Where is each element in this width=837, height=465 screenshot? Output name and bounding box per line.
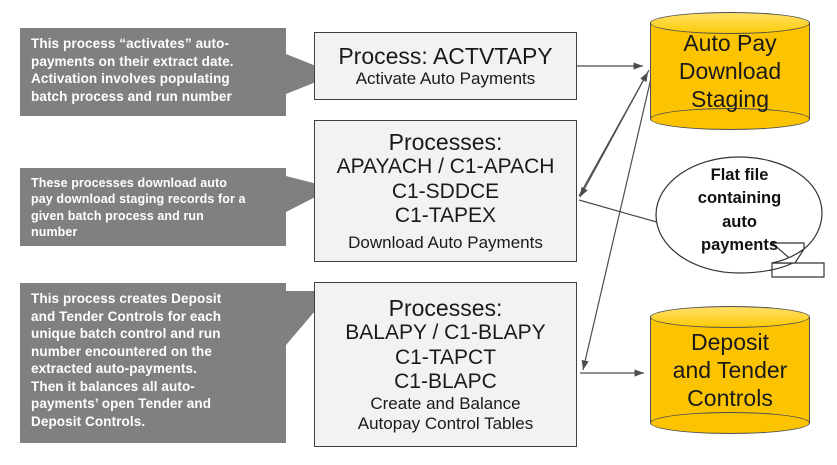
flat-file-line: containing [697,189,782,208]
datastore-line: and Tender [672,356,788,383]
callout-balance-note: This process creates Deposit and Tender … [20,283,332,443]
callout-line: and Tender Controls for each [31,308,222,324]
process-box-header: Processes: [388,294,503,321]
cylinder-bottom [650,108,810,130]
arrow-staging-to-download [579,69,650,198]
callout-line: pay download staging records for a [31,192,246,207]
datastore-line: Staging [690,86,769,113]
process-code: APAYACH / C1-APACH [336,155,555,179]
flat-file-line: Flat file [710,165,769,184]
process-box-header: Processes: [388,128,503,155]
datastore-line: Auto Pay [683,29,777,56]
process-box-download-auto-payments[interactable]: Processes: APAYACH / C1-APACH C1-SDDCE C… [314,120,577,262]
datastore-label: Deposit and Tender Controls [650,306,810,434]
datastore-line: Controls [687,385,773,412]
callout-line: payments on their extract date. [31,53,234,69]
callout-line: number [31,224,78,239]
cylinder-top [650,12,810,34]
process-box-subline: Download Auto Payments [348,233,543,253]
callout-line: Activation involves populating [31,71,230,87]
callout-line: Deposit Controls. [31,413,146,429]
callout-line: This process creates Deposit [31,291,222,306]
flat-file-line: payments [700,235,779,254]
datastore-line: Deposit [691,328,769,355]
datastore-line: Download [678,57,782,84]
arrow-download-to-staging [578,71,649,197]
cylinder-body [650,317,810,423]
arrow-staging-to-balance [581,73,653,371]
callout-activate-note: This process “activates” auto- payments … [20,28,336,116]
callout-line: number encountered on the [31,343,213,359]
callout-line: These processes download auto [31,176,228,190]
callout-download-note: These processes download auto pay downlo… [20,168,333,246]
flat-file-label: Flat file containing auto payments [652,155,827,266]
cylinder-top [650,306,810,328]
cylinder-body [650,23,810,119]
callout-line: extracted auto-payments. [31,361,197,377]
process-code: C1-TAPEX [394,203,497,227]
process-box-create-balance-autopay-control-tables[interactable]: Processes: BALAPY / C1-BLAPY C1-TAPCT C1… [314,282,577,447]
process-code: C1-SDDCE [391,179,500,203]
callout-line: Then it balances all auto- [31,378,195,394]
process-box-subline: Create and Balance [370,394,521,414]
cylinder-bottom [650,412,810,434]
callout-line: given batch process and run [31,208,204,223]
datastore-auto-pay-download-staging[interactable]: Auto Pay Download Staging [650,12,810,130]
process-code: BALAPY / C1-BLAPY [345,321,546,345]
datastore-deposit-and-tender-controls[interactable]: Deposit and Tender Controls [650,306,810,434]
process-box-subline: Activate Auto Payments [355,69,536,89]
process-box-header: Process: ACTVTAPY [338,42,553,69]
process-box-subline: Autopay Control Tables [357,414,534,434]
callout-line: payments’ open Tender and [31,396,212,412]
process-code: C1-TAPCT [394,345,497,369]
callout-line: unique batch control and run [31,326,221,342]
process-box-activate-auto-payments[interactable]: Process: ACTVTAPY Activate Auto Payments [314,32,577,100]
flat-file-line: auto [722,212,757,231]
flat-file-bubble[interactable]: Flat file containing auto payments [652,155,827,280]
callout-line: batch process and run number [31,88,232,104]
flat-file-shape [655,156,825,278]
callout-line: This process “activates” auto- [31,36,230,51]
datastore-label: Auto Pay Download Staging [650,12,810,130]
process-code: C1-BLAPC [394,369,497,393]
